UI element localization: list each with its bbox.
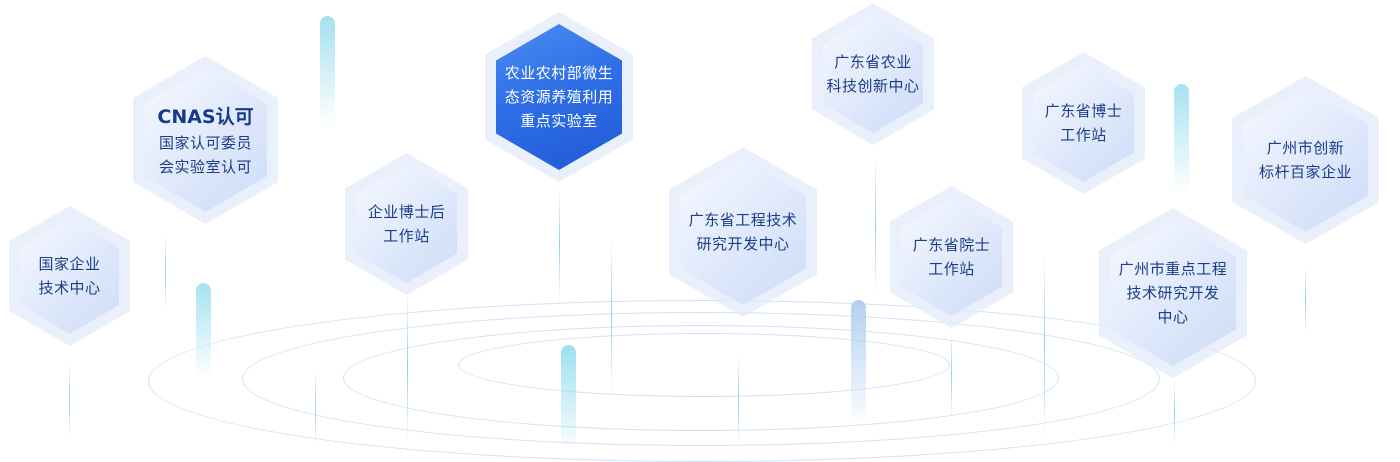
connector-line [69, 360, 70, 440]
hex-national-enterprise-tech-center: 国家企业 技术中心 [9, 206, 130, 346]
connector-line [165, 232, 166, 312]
hex-cnas-accreditation: CNAS认可 国家认可委员 会实验室认可 [133, 56, 278, 224]
hex-label: 广州市创新 标杆百家企业 [1258, 139, 1352, 181]
connector-line [875, 155, 876, 295]
hex-guangzhou-innovation-benchmark: 广州市创新 标杆百家企业 [1232, 76, 1379, 244]
hex-label: 广州市重点工程 技术研究开发 中心 [1118, 260, 1228, 326]
connector-line [738, 355, 739, 445]
glow-pillar [561, 345, 576, 445]
honors-diagram: 国家企业 技术中心 CNAS认可 国家认可委员 会实验室认可 企业博士后 工作站… [9, 3, 1379, 462]
glow-pillar [196, 283, 211, 378]
connector-line [559, 185, 560, 305]
connector-line [1174, 380, 1175, 445]
connector-line [1044, 250, 1045, 440]
hex-title: CNAS认可 [157, 105, 254, 128]
hex-label: 广东省博士 工作站 [1044, 102, 1123, 144]
hex-label: 国家认可委员 会实验室认可 [158, 133, 252, 176]
hex-guangdong-agri-innovation-center: 广东省农业 科技创新中心 [812, 3, 934, 145]
hex-guangdong-academician-station: 广东省院士 工作站 [890, 186, 1013, 328]
connector-line [611, 235, 612, 395]
hex-label: 企业博士后 工作站 [367, 203, 446, 245]
connector-line [1305, 265, 1306, 335]
hex-label: 国家企业 技术中心 [38, 255, 101, 297]
hex-guangdong-doctor-station: 广东省博士 工作站 [1022, 52, 1145, 194]
glow-pillar [851, 300, 866, 420]
hex-label: 广东省院士 工作站 [912, 236, 991, 278]
ground-ring-3 [343, 325, 1059, 431]
hex-label: 广东省农业 科技创新中心 [826, 53, 920, 95]
hex-moa-microbial-key-lab: 农业农村部微生 态资源养殖利用 重点实验室 [485, 12, 633, 182]
hex-label: 农业农村部微生 态资源养殖利用 重点实验室 [504, 64, 614, 130]
hex-enterprise-postdoc-station: 企业博士后 工作站 [345, 153, 468, 295]
connector-line [315, 370, 316, 445]
connector-line [951, 330, 952, 420]
glow-pillar [320, 16, 335, 126]
connector-line [407, 290, 408, 445]
hex-guangdong-eng-tech-rd-center: 广东省工程技术 研究开发中心 [669, 147, 817, 317]
glow-pillar [1174, 84, 1189, 194]
ground-ring-inner [458, 333, 950, 397]
hex-label: 广东省工程技术 研究开发中心 [688, 211, 798, 253]
